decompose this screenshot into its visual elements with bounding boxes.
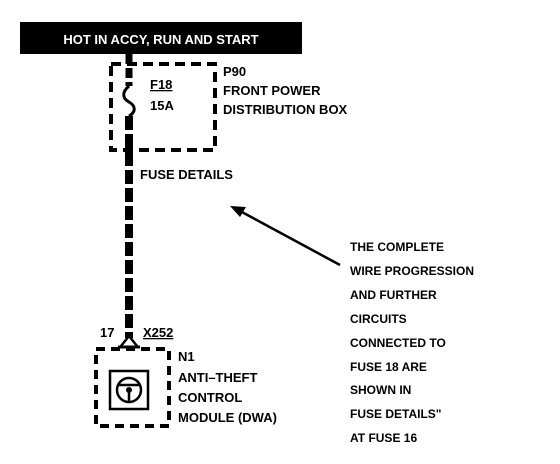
connector-id: X252 [143, 325, 173, 340]
fuse-details-label: FUSE DETAILS [140, 167, 233, 182]
connector-terminal-icon [120, 333, 138, 347]
note-line: WIRE PROGRESSION [350, 264, 474, 278]
note-line: FUSE DETAILS" [350, 407, 441, 421]
power-box-name-line2: DISTRIBUTION BOX [223, 102, 348, 117]
fuse-rating: 15A [150, 98, 174, 113]
module-box-outline [94, 347, 171, 428]
connector-pin: 17 [100, 325, 114, 340]
pointer-arrow-line [239, 209, 341, 267]
module-name-line1: ANTI–THEFT [178, 370, 258, 385]
module-icon-frame [108, 369, 150, 411]
note-line: CONNECTED TO [350, 336, 446, 350]
pointer-arrow-head-icon [230, 206, 246, 217]
note-line: THE COMPLETE [350, 240, 444, 254]
module-name-line3: MODULE (DWA) [178, 410, 277, 425]
fuse-id: F18 [150, 77, 172, 92]
fuse-symbol-icon [122, 84, 136, 118]
steering-wheel-spokes [118, 383, 140, 402]
module-name-line2: CONTROL [178, 390, 242, 405]
note-line: FUSE 18 ARE [350, 360, 427, 374]
note-line: AND FURTHER [350, 288, 437, 302]
note-line: CIRCUITS [350, 312, 407, 326]
power-distribution-box-outline [109, 62, 217, 152]
note-line: AT FUSE 16 [350, 431, 417, 445]
header-bar [20, 22, 302, 54]
note-line: SHOWN IN [350, 383, 411, 397]
header-label: HOT IN ACCY, RUN AND START [63, 32, 258, 47]
module-id: N1 [178, 349, 195, 364]
power-box-name-line1: FRONT POWER [223, 83, 321, 98]
power-box-id: P90 [223, 64, 246, 79]
